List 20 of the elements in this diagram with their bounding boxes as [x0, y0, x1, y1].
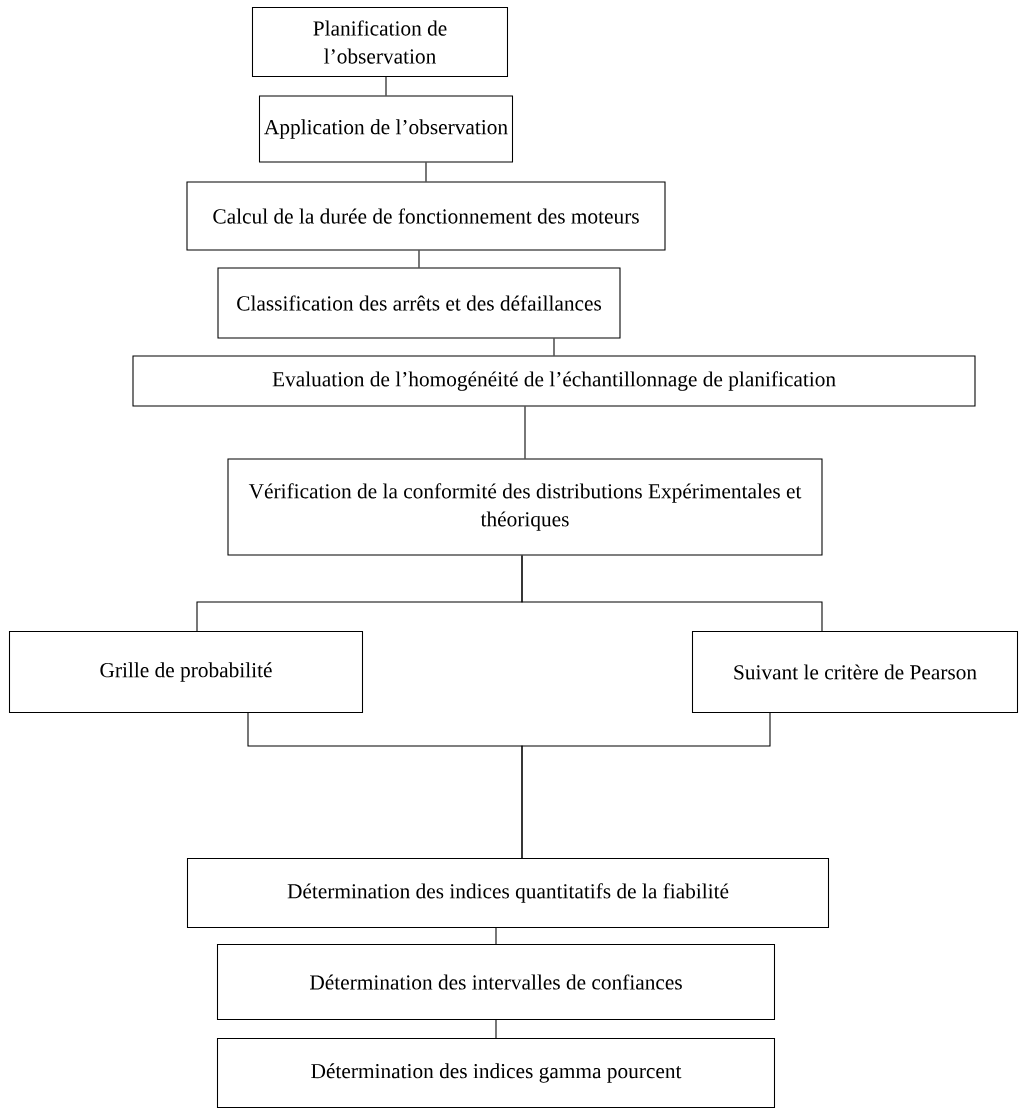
process-box: Détermination des indices quantitatifs de la fiabilité — [186, 857, 830, 929]
process-box: Planification de l’observation — [251, 6, 509, 78]
process-box: Vérification de la conformité des distributions Expérimentales et théoriques — [227, 458, 823, 556]
process-box: Classification des arrêts et des défaillances — [217, 267, 621, 339]
process-box: Calcul de la durée de fonctionnement des moteurs — [186, 181, 666, 251]
process-box: Application de l’observation — [258, 95, 514, 163]
connector-line — [385, 76, 387, 96]
connector-line — [524, 406, 526, 459]
connector-line — [425, 162, 427, 182]
connector-line — [495, 1019, 497, 1039]
process-box: Détermination des intervalles de confiances — [216, 943, 776, 1021]
process-box: Grille de probabilité — [8, 630, 364, 714]
process-box: Détermination des indices gamma pourcent — [216, 1037, 776, 1109]
connector-line — [553, 338, 555, 356]
process-box: Suivant le critère de Pearson — [691, 630, 1019, 714]
connector-line — [521, 712, 771, 859]
connector-line — [495, 927, 497, 945]
connector-line — [418, 250, 420, 268]
connector-line — [521, 555, 823, 632]
process-box: Evaluation de l’homogénéité de l’échantillonnage de planification — [132, 355, 976, 407]
